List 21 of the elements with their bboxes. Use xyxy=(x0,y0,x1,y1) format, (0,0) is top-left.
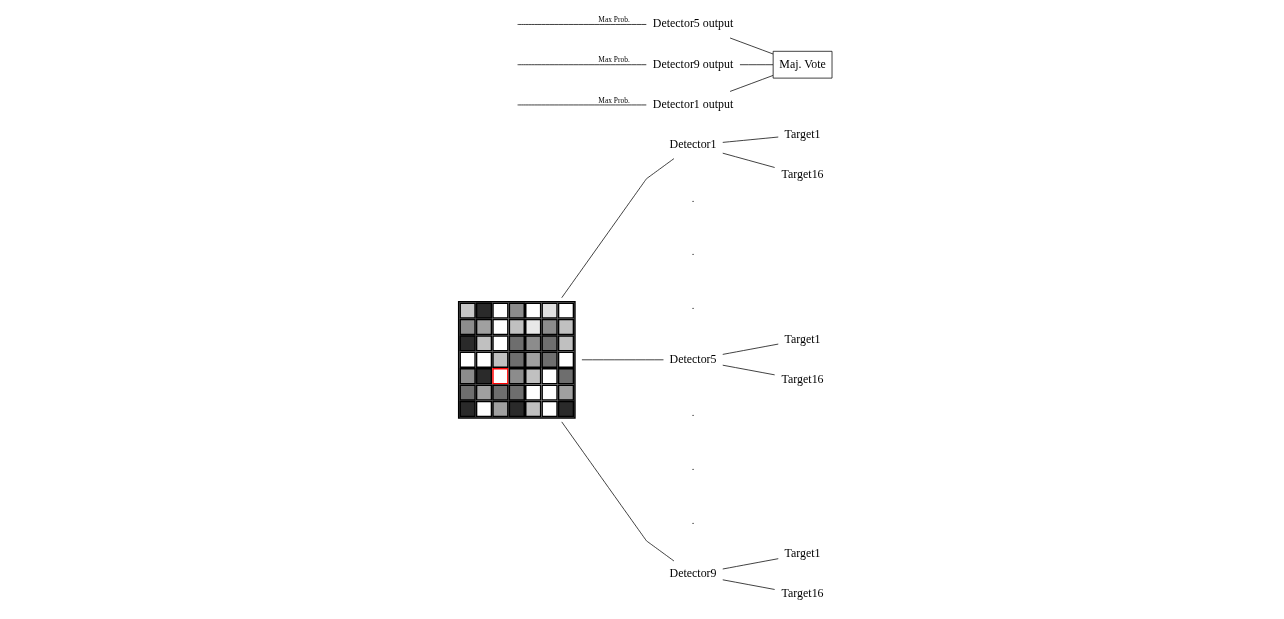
label: . xyxy=(691,407,695,419)
label: . xyxy=(691,299,695,311)
edge-label: Max Prob. xyxy=(598,15,630,25)
node-text: Detector1 output xyxy=(652,96,734,111)
node-text: Target1 xyxy=(784,126,821,141)
node-text: Detector1 xyxy=(669,137,717,152)
node-text: Target16 xyxy=(781,166,824,181)
node-text: Detector5 xyxy=(669,351,717,366)
edge-label: Max Prob. xyxy=(598,95,630,105)
node-text: Target1 xyxy=(784,331,821,346)
node-text: Target16 xyxy=(781,586,824,601)
node-text: Detector5 output xyxy=(652,16,734,31)
node-text: Target16 xyxy=(781,371,824,386)
node-text: Target1 xyxy=(784,546,821,561)
label: . xyxy=(691,514,695,526)
label: . xyxy=(691,192,695,204)
label: . xyxy=(691,246,695,258)
node-text: Detector9 xyxy=(669,566,717,581)
label: . xyxy=(691,460,695,472)
edge-label: Max Prob. xyxy=(598,55,630,65)
node-text: Detector9 output xyxy=(652,56,734,71)
